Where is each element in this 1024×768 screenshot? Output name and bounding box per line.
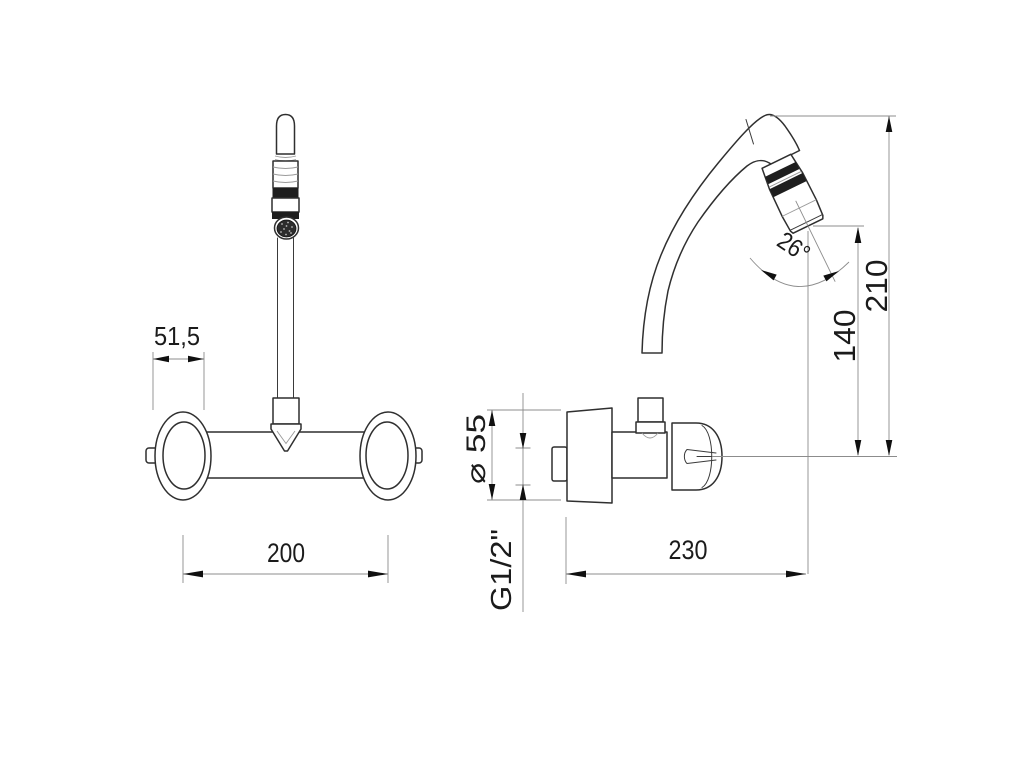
dim-label-total-height: 210: [859, 260, 894, 313]
dim-handle-width: 51,5: [152, 321, 205, 410]
spout-apex-seam: [745, 119, 754, 145]
dim-55-reference-ticks: [487, 409, 561, 501]
spout-top-cap: [275, 113, 296, 155]
dim-230-arrow-left: [566, 570, 586, 578]
spout-base-connector: [272, 397, 300, 425]
mixer-body-side: [611, 431, 668, 479]
dim-label-flange-diameter: ⌀ 55: [461, 414, 491, 484]
dim-200-arrow-right: [368, 570, 388, 578]
nozzle-separator-1: [769, 171, 802, 188]
dim-26-arrow-right: [823, 271, 839, 282]
aerator-speckles: [280, 221, 293, 236]
dark-band-upper: [272, 188, 299, 198]
dim-55-arrow-bottom: [488, 484, 496, 500]
front-view: [145, 113, 423, 501]
dim-g12-arrow-up: [519, 484, 527, 500]
vee-inner-line: [276, 430, 296, 445]
dim-flange-diameter: ⌀ 55: [461, 409, 561, 501]
dim-200-extension-lines: [182, 535, 389, 583]
aerator-axis-line: [795, 200, 836, 282]
dark-band-lower: [272, 212, 299, 219]
dim-aerator-angle: 26°: [749, 227, 850, 287]
dim-55-arrow-top: [488, 410, 496, 426]
nozzle-dark-band-2: [769, 173, 807, 198]
dim-label-aerator-angle: 26°: [772, 227, 815, 269]
handle-left: [145, 411, 212, 501]
dim-thread: G1/2": [486, 393, 531, 612]
sleeve-arcs: [272, 166, 299, 183]
dim-label-spout-reach: 230: [669, 535, 708, 565]
dim-label-handle-width: 51,5: [154, 321, 200, 351]
knob-cross-detail: [683, 449, 723, 464]
aerator-nozzle: [761, 153, 836, 282]
wall-thread-nipple: [551, 446, 568, 482]
spout-column-lower: [635, 421, 666, 434]
side-dimensions: ⌀ 55 G1/2" 230 140: [461, 115, 896, 612]
dim-26-arrow-left: [761, 270, 777, 281]
dim-label-aerator-height: 140: [827, 310, 862, 363]
handle-left-inner: [162, 421, 206, 490]
dim-g12-arrow-down: [519, 433, 527, 449]
handle-right: [359, 411, 423, 501]
front-dimensions: 51,5 200: [152, 321, 389, 583]
dim-spout-reach: 230: [565, 231, 809, 584]
dim-aerator-height: 140: [813, 225, 864, 456]
dim-51-extension-lines: [152, 352, 205, 410]
dim-label-thread: G1/2": [486, 529, 518, 611]
dim-210-arrow-bottom: [885, 440, 893, 456]
handle-right-inner: [365, 421, 409, 490]
dim-total-height: 210: [770, 115, 896, 456]
dim-200-arrow-left: [183, 570, 203, 578]
spout-base-vee: [270, 423, 302, 452]
side-view: [551, 113, 897, 504]
dim-210-arrow-top: [885, 116, 893, 132]
white-band: [271, 197, 300, 213]
dim-51-arrow-right: [188, 355, 204, 363]
riser-pipe-lines: [277, 237, 294, 401]
wall-flange: [566, 407, 613, 504]
dim-label-handle-spacing: 200: [267, 538, 305, 568]
spout-riser-front: [271, 113, 300, 401]
spout-curve: [641, 113, 801, 354]
dim-140-arrow-bottom: [854, 440, 862, 456]
dim-handle-spacing: 200: [182, 535, 389, 583]
dim-51-arrow-left: [153, 355, 169, 363]
nozzle-dark-band-1: [764, 161, 800, 185]
spout-column-upper: [637, 397, 664, 423]
dim-230-arrow-right: [786, 570, 806, 578]
column-front-arc: [641, 432, 659, 439]
dim-140-arrow-top: [854, 227, 862, 243]
